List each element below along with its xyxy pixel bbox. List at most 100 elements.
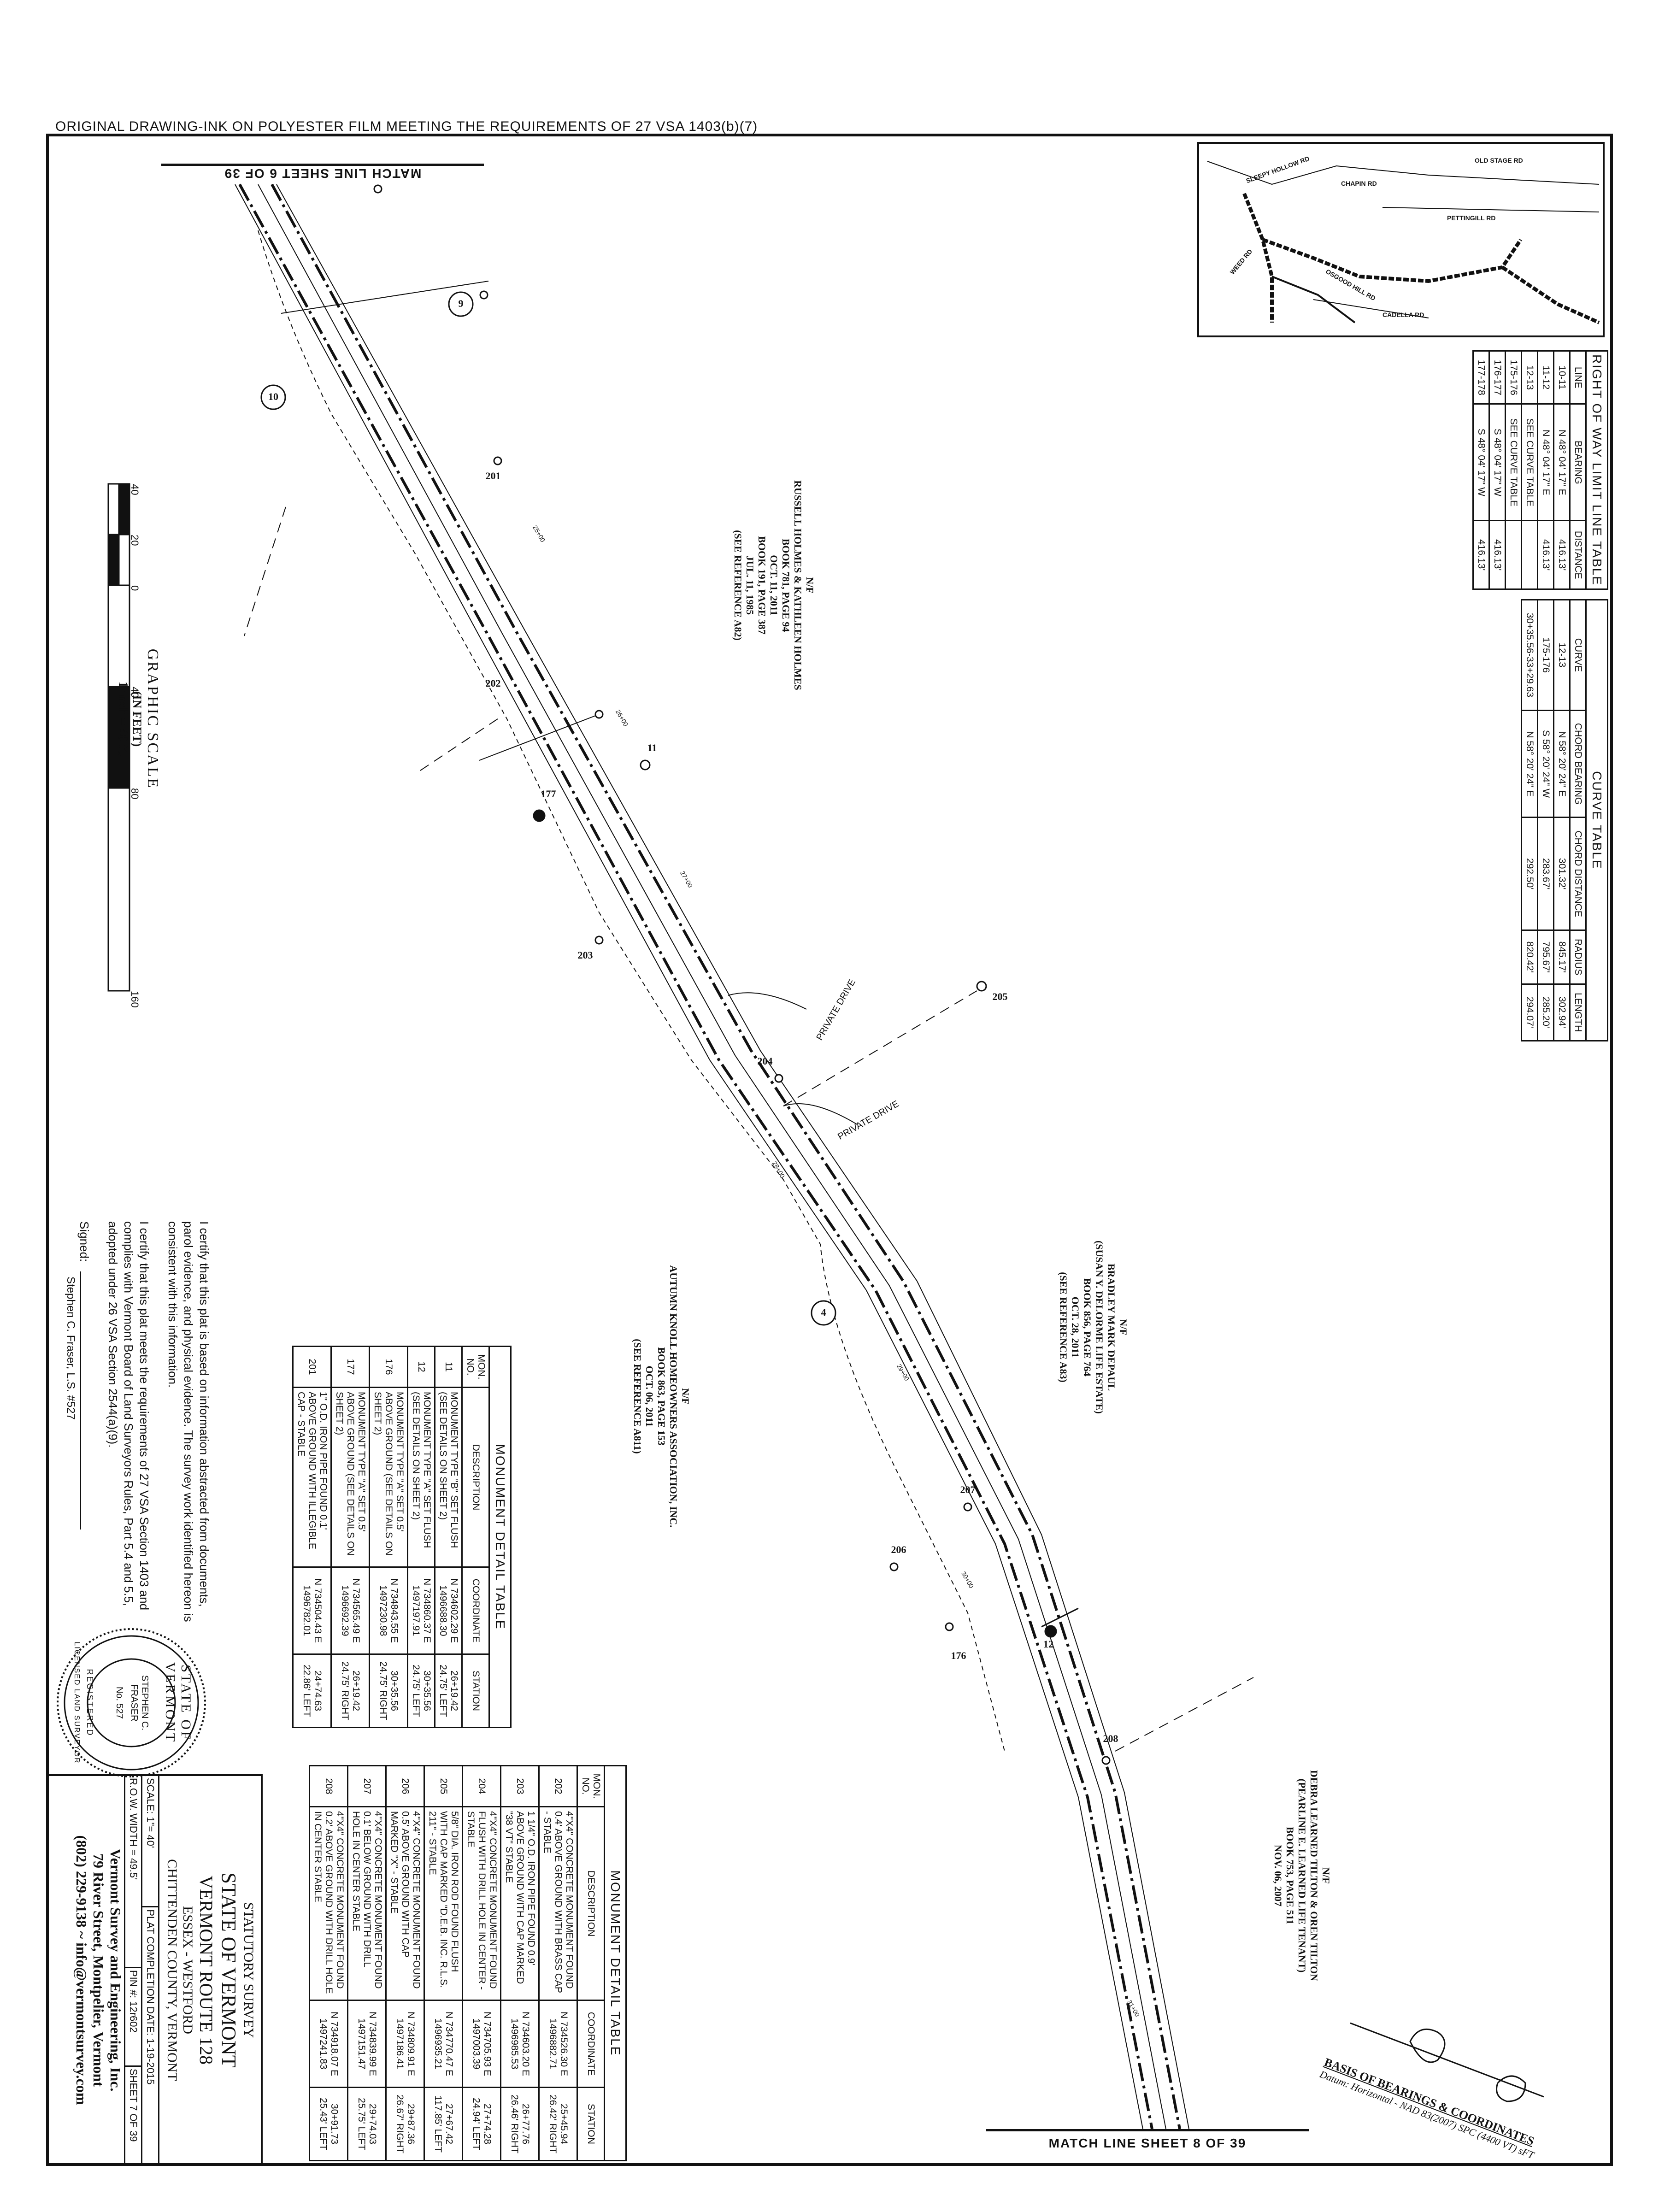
town-names: ESSEX - WESTFORD bbox=[180, 1906, 195, 2034]
monument-label-202: 202 bbox=[485, 677, 501, 689]
tie-line-top bbox=[244, 506, 286, 636]
monument-marker bbox=[640, 759, 651, 771]
monument-label-205: 205 bbox=[992, 991, 1008, 1002]
seal-number: No. 527 bbox=[114, 1686, 124, 1719]
scale-tick-label: 0 bbox=[129, 585, 141, 591]
monument-marker bbox=[774, 1074, 783, 1083]
seal-ring bbox=[57, 1628, 206, 1777]
map-road-label: CADELLA RD bbox=[1382, 311, 1424, 318]
scale-tick-label: 20 bbox=[129, 535, 141, 546]
signed-label: Signed: bbox=[77, 1221, 91, 1262]
monument-marker bbox=[963, 1502, 972, 1512]
seal-state: STATE OF VERMONT bbox=[163, 1662, 194, 1744]
title-block: STATUTORY SURVEY STATE OF VERMONT VERMON… bbox=[46, 1774, 263, 2166]
private-drive-2 bbox=[783, 1103, 858, 1125]
seal-name: STEPHEN C. FRASER bbox=[129, 1675, 150, 1731]
monument-label-203: 203 bbox=[577, 949, 593, 961]
monument-label-176: 176 bbox=[951, 1650, 966, 1661]
road-edge-2 bbox=[276, 184, 1189, 2130]
monument-marker bbox=[493, 456, 502, 465]
scale-tick-label: 160 bbox=[129, 991, 141, 1008]
circle-id-marker bbox=[448, 291, 474, 317]
monument-marker bbox=[1044, 1625, 1057, 1638]
road-edge-3 bbox=[235, 184, 1143, 2130]
pin-number: PIN #: 12r602 bbox=[125, 1968, 141, 2067]
monument-label-177: 177 bbox=[541, 788, 556, 800]
monument-detail-table-1: MONUMENT DETAIL TABLE MON. NO.DESCRIPTIO… bbox=[292, 1346, 512, 1728]
monument-marker bbox=[976, 981, 987, 992]
monument-label-9: 9 bbox=[458, 298, 464, 309]
scale-tick-label: 40 bbox=[129, 484, 141, 495]
sheet-border bbox=[46, 134, 1613, 2166]
match-line-bottom: MATCH LINE SHEET 8 OF 39 bbox=[1048, 2136, 1247, 2150]
firm-address: 79 River Street, Montpelier, Vermont bbox=[90, 1853, 107, 2087]
map-road-label: PETTINGILL RD bbox=[1447, 214, 1496, 222]
private-drive-1 bbox=[728, 992, 807, 1010]
monument-label-206: 206 bbox=[891, 1544, 906, 1555]
certification: I certify that this plat is based on inf… bbox=[64, 1221, 212, 1627]
circle-id-marker bbox=[260, 384, 286, 410]
seal-title: LICENSED LAND SURVEYOR bbox=[73, 1641, 81, 1764]
stone-wall-line bbox=[258, 230, 1005, 1752]
firm-name: Vermont Survey and Engineering, Inc. bbox=[107, 1848, 124, 2092]
monument-label-12: 12 bbox=[1043, 1638, 1053, 1650]
row-line-left bbox=[238, 183, 1153, 2130]
county-name: CHITTENDEN COUNTY, VERMONT bbox=[165, 1859, 180, 2081]
seal-registered: REGISTERED bbox=[85, 1669, 94, 1737]
match-line-top: MATCH LINE SHEET 6 OF 39 bbox=[224, 166, 422, 181]
route-name: VERMONT ROUTE 128 bbox=[196, 1875, 217, 2065]
graphic-scale-caption: GRAPHIC SCALE (IN FEET) 1 inch = 40 ft. bbox=[116, 648, 161, 789]
north-arrow bbox=[1350, 2022, 1544, 2102]
signer-name: Stephen C. Fraser, L.S. #527 bbox=[65, 1277, 77, 1420]
monument-marker bbox=[479, 290, 488, 300]
scale-text: SCALE: 1"= 40' bbox=[142, 1776, 158, 1908]
signature-line bbox=[80, 1271, 81, 1530]
tie-line-holmes bbox=[414, 718, 498, 775]
station-tick-line bbox=[1041, 1607, 1079, 1628]
tie-line-205 bbox=[783, 990, 977, 1106]
circle-id-marker bbox=[811, 1300, 836, 1326]
monument-marker bbox=[594, 935, 604, 945]
monument-label-11: 11 bbox=[647, 742, 657, 753]
monument-marker bbox=[533, 809, 546, 822]
monument-label-208: 208 bbox=[1103, 1733, 1118, 1744]
station-tick-line bbox=[281, 281, 489, 314]
monument-label-204: 204 bbox=[757, 1055, 773, 1067]
monument-marker bbox=[594, 710, 604, 719]
state-name: STATE OF VERMONT bbox=[218, 1872, 240, 2068]
monument-marker bbox=[373, 184, 382, 194]
monument-marker bbox=[889, 1562, 899, 1571]
firm-contact: (802) 229-9138 ~ info@vermontsurvey.com bbox=[73, 1835, 90, 2105]
road-edge-1 bbox=[258, 184, 1166, 2130]
plat-date: PLAT COMPLETION DATE: 1-19-2015 bbox=[145, 1909, 156, 2085]
locus-map bbox=[1197, 142, 1605, 337]
map-road-label: OLD STAGE RD bbox=[1475, 157, 1523, 164]
header-note: ORIGINAL DRAWING-INK ON POLYESTER FILM M… bbox=[55, 119, 758, 134]
row-width: R.O.W. WIDTH = 49.5' bbox=[125, 1776, 141, 1968]
